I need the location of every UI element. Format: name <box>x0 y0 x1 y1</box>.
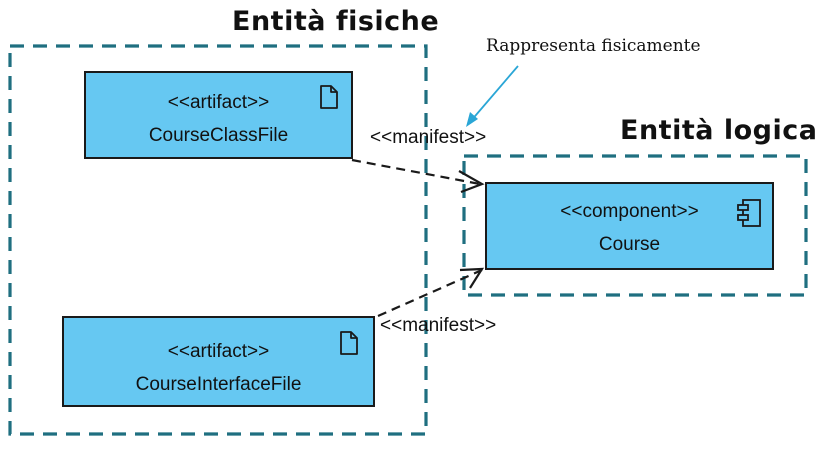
artifact-document-icon <box>340 331 358 355</box>
manifest-label-top: <<manifest>> <box>370 127 487 148</box>
component-name: Course <box>598 234 661 255</box>
physical-entities-title: Entità fisiche <box>232 6 440 37</box>
annotation-arrow <box>466 65 519 127</box>
component-course[interactable]: <<component>> Course <box>485 182 774 270</box>
artifact-course-interface-file[interactable]: <<artifact>> CourseInterfaceFile <box>62 316 375 407</box>
artifact-stereotype: <<artifact>> <box>167 341 270 362</box>
artifact-document-icon <box>320 85 338 109</box>
component-stereotype: <<component>> <box>560 201 699 222</box>
artifact-stereotype: <<artifact>> <box>167 92 270 113</box>
artifact-course-class-file[interactable]: <<artifact>> CourseClassFile <box>84 71 353 159</box>
manifest-label-bottom: <<manifest>> <box>380 315 497 336</box>
annotation-text: Rappresenta fisicamente <box>486 36 701 56</box>
component-icon <box>737 199 761 227</box>
artifact-name: CourseClassFile <box>148 125 289 146</box>
physical-entities-boundary <box>8 44 428 436</box>
manifest-edge-top <box>351 158 485 194</box>
logical-entity-title: Entità logica <box>620 115 817 146</box>
artifact-name: CourseInterfaceFile <box>135 374 302 395</box>
logical-entity-boundary <box>462 154 808 297</box>
manifest-edge-bottom <box>377 267 485 318</box>
